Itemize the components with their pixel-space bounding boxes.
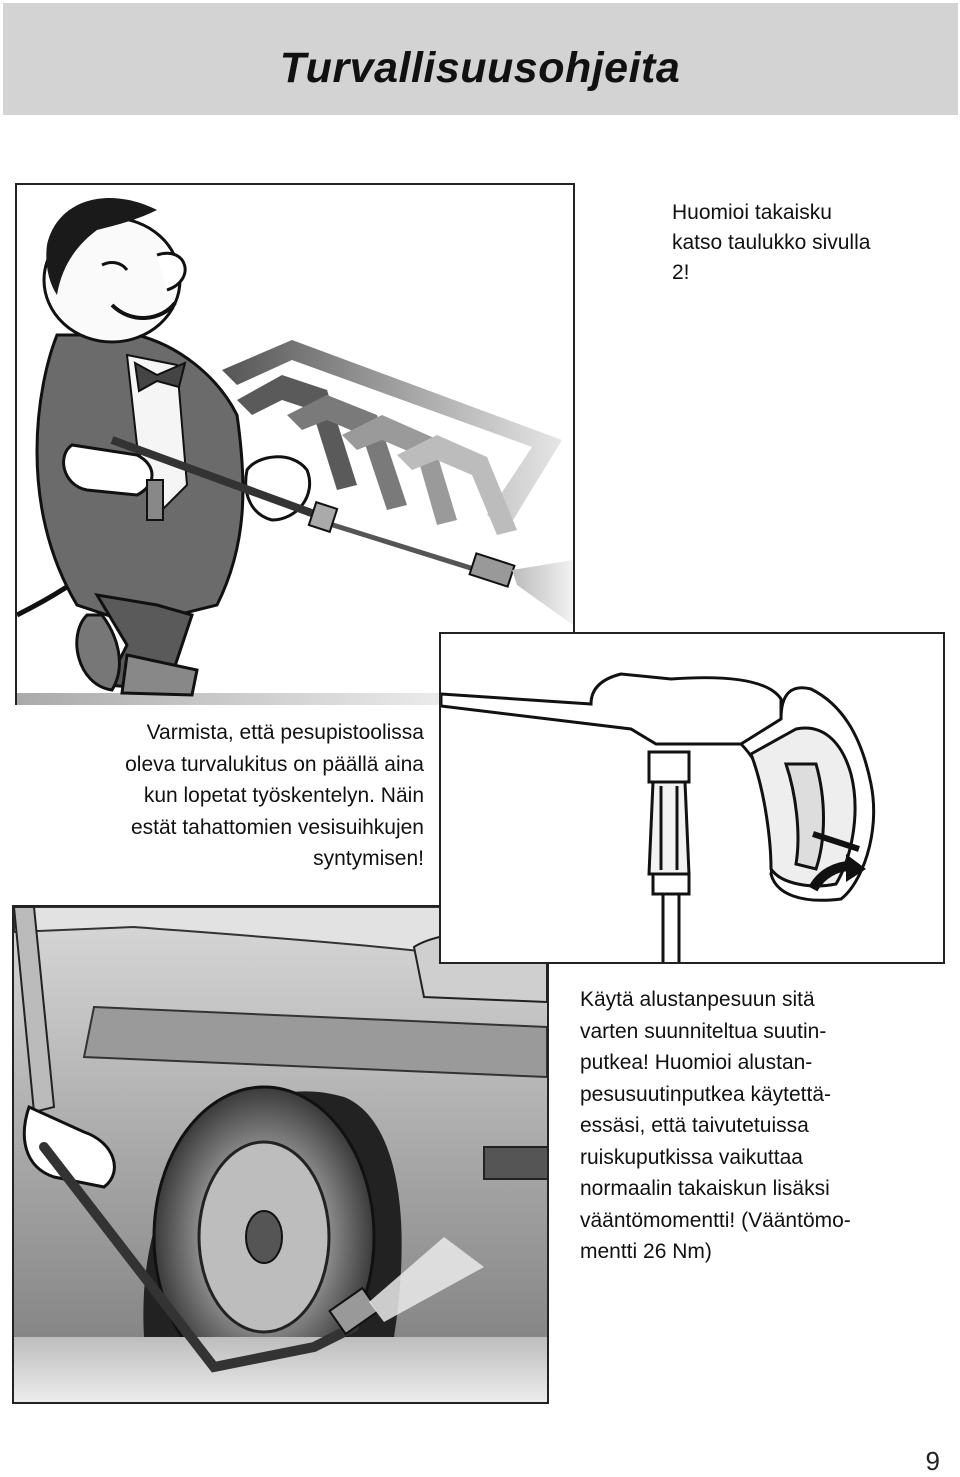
underbody-note-line: mentti 26 Nm)	[580, 1240, 712, 1263]
safety-note-line: oleva turvalukitus on päällä aina	[125, 752, 424, 776]
underbody-note-line: ruiskuputkissa vaikuttaa	[580, 1145, 803, 1169]
spray-lance	[110, 436, 516, 588]
shoe	[120, 653, 199, 697]
water-spray	[512, 560, 573, 625]
trigger-gun-illustration	[441, 672, 876, 962]
floor-shadow	[17, 693, 573, 705]
underbody-note-line: normaalin takaiskun lisäksi	[580, 1177, 830, 1200]
fog-light	[483, 1146, 547, 1180]
kickback-note-line: 2!	[672, 261, 690, 284]
kickback-note: Huomioi takaisku katso taulukko sivulla …	[672, 198, 952, 288]
bow-tie	[133, 361, 187, 393]
man-figure	[35, 197, 312, 697]
underbody-illustration	[14, 907, 547, 1402]
trigger-gun	[441, 672, 876, 962]
underbody-note-line: varten suunniteltua suutin-	[580, 1019, 827, 1043]
underbody-note-line: essäsi, että taivutetuissa	[580, 1114, 809, 1137]
underbody-note: Käytä alustanpesuun sitä varten suunnite…	[580, 984, 950, 1268]
gloved-hand	[22, 1104, 116, 1189]
hair	[46, 197, 157, 295]
underbody-spray	[369, 1237, 484, 1322]
recoil-arrows	[222, 340, 562, 535]
safety-note-line: estät tahattomien vesisuihkujen	[130, 815, 424, 839]
underbody-note-line: vääntömomentti! (Vääntömo-	[580, 1208, 851, 1232]
safety-note-line: Varmista, että pesupistoolissa	[146, 721, 424, 744]
safety-lock-lever	[812, 831, 860, 852]
underbody-illustration-panel	[12, 905, 549, 1404]
nozzle	[468, 552, 516, 588]
kickback-illustration	[17, 197, 573, 705]
page-title: Turvallisuusohjeita	[279, 44, 681, 92]
underbody-nozzle	[328, 1286, 380, 1336]
ground	[14, 1337, 547, 1402]
underbody-note-line: putkea! Huomioi alustan-	[580, 1051, 813, 1074]
trigger-gun-panel	[439, 632, 945, 964]
safety-note-line: kun lopetat työskentelyn. Näin	[143, 784, 424, 807]
kickback-note-line: Huomioi takaisku	[672, 201, 832, 224]
safety-lock-note: Varmista, että pesupistoolissa oleva tur…	[20, 717, 424, 875]
kickback-note-line: katso taulukko sivulla	[672, 231, 871, 254]
underbody-lance	[14, 907, 484, 1373]
gun-coupling	[647, 750, 691, 784]
bumper	[82, 1005, 547, 1079]
underbody-note-line: Käytä alustanpesuun sitä	[580, 988, 815, 1011]
safety-note-line: syntymisen!	[313, 847, 424, 870]
header-band	[3, 3, 958, 115]
kickback-illustration-panel	[15, 183, 575, 705]
underbody-note-line: pesusuutinputkea käytettä-	[580, 1082, 831, 1106]
left-hand	[62, 443, 154, 497]
page-number: 9	[925, 1446, 940, 1476]
